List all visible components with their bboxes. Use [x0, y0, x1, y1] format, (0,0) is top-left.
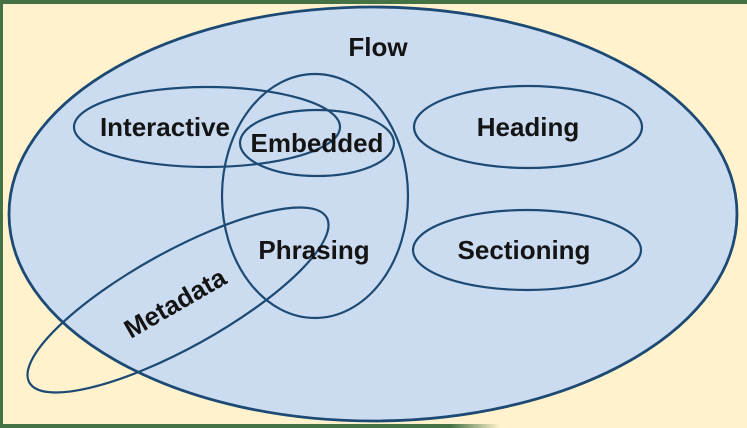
embedded-set-ellipse [238, 108, 396, 178]
frame-border-top [0, 0, 747, 4]
frame-border-left [0, 0, 3, 428]
interactive-set-ellipse [72, 85, 342, 169]
flow-set-ellipse [7, 5, 739, 423]
metadata-set-ellipse [26, 206, 330, 394]
frame-border-bottom [0, 424, 500, 428]
sectioning-set-ellipse [411, 208, 643, 292]
heading-set-ellipse [412, 84, 644, 170]
phrasing-label: Phrasing [258, 235, 369, 265]
flow-label: Flow [348, 32, 408, 62]
phrasing-set-ellipse [220, 72, 410, 320]
sectioning-label: Sectioning [458, 235, 591, 265]
embedded-label: Embedded [251, 128, 384, 158]
interactive-label: Interactive [100, 112, 230, 142]
heading-label: Heading [477, 112, 580, 142]
